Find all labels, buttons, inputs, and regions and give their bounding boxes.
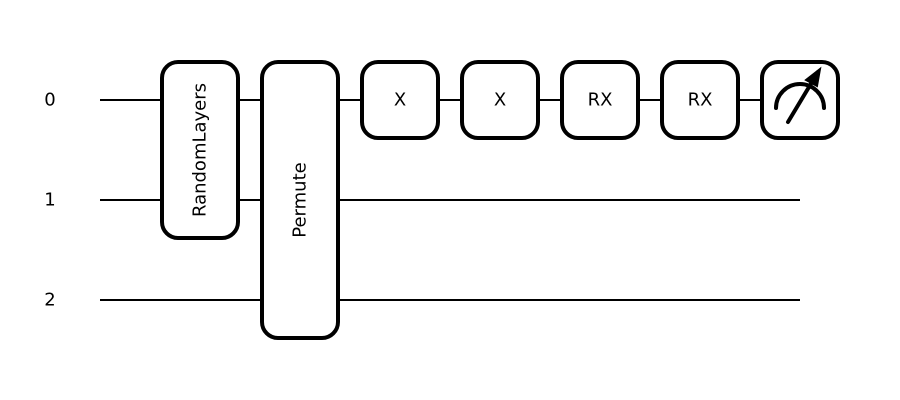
gate-label: X: [394, 90, 406, 111]
gate-box: [460, 60, 540, 140]
measurement-meter-icon: [774, 82, 826, 110]
gate-box: [660, 60, 740, 140]
measurement-gate: [760, 60, 840, 140]
gate-box: [260, 60, 340, 340]
gate-label: RandomLayers: [190, 83, 211, 217]
gate-rx: RX: [660, 60, 740, 140]
gate-label: RX: [688, 90, 713, 111]
gate-label: X: [494, 90, 506, 111]
gate-randomlayers: RandomLayers: [160, 60, 240, 240]
meter-arrowhead-icon: [804, 66, 822, 88]
gate-box: [160, 60, 240, 240]
wire-label-1: 1: [44, 190, 55, 211]
wire-label-2: 2: [44, 290, 55, 311]
gate-box: [560, 60, 640, 140]
gate-permute: Permute: [260, 60, 340, 340]
gate-x: X: [460, 60, 540, 140]
gate-x: X: [360, 60, 440, 140]
gate-label: Permute: [290, 162, 311, 237]
gate-box: [360, 60, 440, 140]
gate-rx: RX: [560, 60, 640, 140]
wire-label-0: 0: [44, 90, 55, 111]
gate-label: RX: [588, 90, 613, 111]
